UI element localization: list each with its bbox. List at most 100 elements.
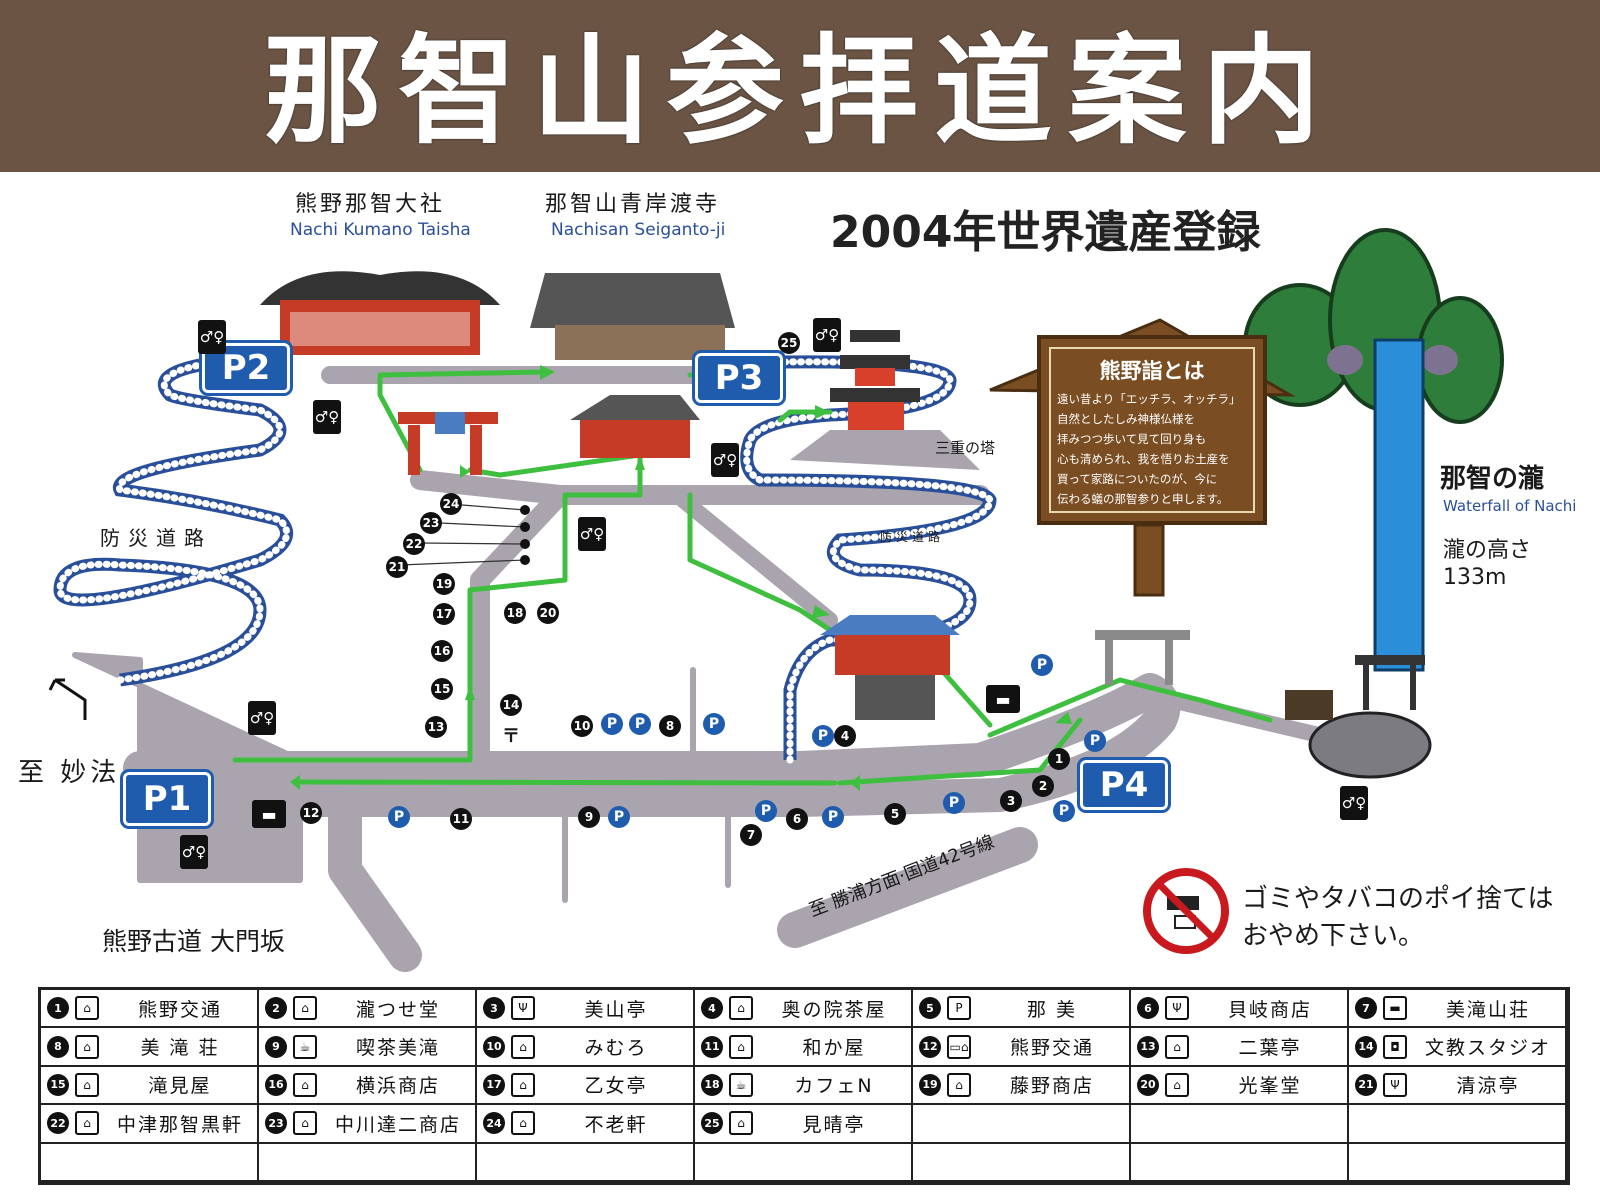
legend-cell: 20⌂光峯堂 xyxy=(1131,1066,1349,1106)
legend-shop-name: 熊野交通 xyxy=(1009,1037,1094,1060)
toilet-icon: ♂♀ xyxy=(1340,786,1368,820)
toilet-icon: ♂♀ xyxy=(180,835,208,869)
disaster-roads xyxy=(53,355,997,764)
legend-shop-name: 熊野交通 xyxy=(137,998,222,1021)
okunoin-building xyxy=(820,615,960,720)
legend-cell xyxy=(913,1105,1131,1144)
shop-icon: ⌂ xyxy=(1165,1072,1189,1097)
shop-icon: ⌂ xyxy=(75,1111,99,1136)
map-marker-1: 1 xyxy=(1048,748,1070,770)
waterfall-illustration xyxy=(1243,228,1504,779)
seiganto-label-en: Nachisan Seiganto-ji xyxy=(551,220,726,240)
legend-cell: 23⌂中川達二商店 xyxy=(259,1105,477,1144)
legend-shop-name: 那 美 xyxy=(1026,998,1078,1021)
legend-cell xyxy=(259,1143,477,1182)
post-office-icon: 〒 xyxy=(502,726,520,747)
map-marker-18: 18 xyxy=(504,602,526,624)
parking-p4: P4 xyxy=(1077,757,1171,813)
toilet-icon: ♂♀ xyxy=(578,517,606,551)
legend-cell xyxy=(1349,1143,1567,1182)
toilet-icon: ♂♀ xyxy=(248,701,276,735)
parking-mark: P xyxy=(1084,730,1106,752)
legend-number: 20 xyxy=(1137,1073,1159,1096)
legend-cell: 9☕喫茶美滝 xyxy=(259,1028,477,1067)
shop-icon: ⌂ xyxy=(729,1111,753,1136)
no-litter-line-1: ゴミやタバコのポイ捨ては xyxy=(1242,884,1554,914)
seiganto-building xyxy=(530,273,735,360)
legend-cell xyxy=(41,1143,259,1182)
parking-mark: P xyxy=(1053,800,1075,822)
shop-icon: ⌂ xyxy=(75,1034,99,1059)
hiro-torii xyxy=(1095,630,1333,720)
kumano-mode-board: 熊野詣とは 遠い昔より「エッチラ、オッチラ」 自然としたしみ神様仏様を 拝みつつ… xyxy=(1037,335,1267,525)
cafe-icon: ☕ xyxy=(729,1072,753,1097)
legend-cell xyxy=(695,1143,913,1182)
parking-p1: P1 xyxy=(120,769,214,829)
legend-shop-name: 見晴亭 xyxy=(802,1113,866,1136)
kodo-path xyxy=(328,793,422,972)
myohou-arrow xyxy=(48,678,87,720)
legend-number: 5 xyxy=(919,997,941,1020)
map-marker-14: 14 xyxy=(500,694,522,716)
shop-icon: ⌂ xyxy=(293,1072,317,1097)
legend-cell: 25⌂見晴亭 xyxy=(695,1105,913,1144)
legend-cell xyxy=(913,1143,1131,1182)
legend-cell: 15⌂滝見屋 xyxy=(41,1066,259,1106)
map-marker-3: 3 xyxy=(1000,790,1022,812)
seiganto-label-ja: 那智山青岸渡寺 xyxy=(545,192,721,217)
legend-shop-name: 滝見屋 xyxy=(148,1075,212,1098)
legend-number: 3 xyxy=(483,997,505,1020)
no-litter-icon xyxy=(1143,868,1229,954)
shop-icon: ⌂ xyxy=(75,996,99,1021)
legend-number: 14 xyxy=(1355,1035,1377,1058)
map-marker-17: 17 xyxy=(433,603,455,625)
legend-cell: 8⌂美 滝 荘 xyxy=(41,1028,259,1067)
legend-number: 8 xyxy=(47,1035,69,1058)
cafe-icon: ☕ xyxy=(293,1034,317,1059)
parking-mark: P xyxy=(601,713,623,735)
legend-number: 21 xyxy=(1355,1073,1377,1096)
camera-icon: ◘ xyxy=(1383,1034,1407,1059)
legend-cell: 12▭⌂熊野交通 xyxy=(913,1028,1131,1067)
legend-shop-name: 美山亭 xyxy=(584,998,648,1021)
kodo-label: 熊野古道 大門坂 xyxy=(102,927,285,956)
legend-number: 13 xyxy=(1137,1035,1159,1058)
toilet-icon: ♂♀ xyxy=(198,320,226,354)
legend-cell: 2⌂瀧つせ堂 xyxy=(259,990,477,1029)
map-marker-13: 13 xyxy=(425,716,447,738)
legend-number: 16 xyxy=(265,1073,287,1096)
hall-building xyxy=(570,395,700,458)
shop-icon: ⌂ xyxy=(511,1111,535,1136)
map-marker-23: 23 xyxy=(420,512,442,534)
legend-cell: 1⌂熊野交通 xyxy=(41,990,259,1029)
shop-icon: ⌂ xyxy=(293,1111,317,1136)
legend-number: 18 xyxy=(701,1073,723,1096)
board-line: 心も清められ、我を悟りお土産を xyxy=(1057,452,1230,466)
map-marker-5: 5 xyxy=(884,803,906,825)
route-arrows xyxy=(290,365,1072,791)
legend-shop-name: 藤野商店 xyxy=(1009,1075,1094,1098)
legend-number: 17 xyxy=(483,1073,505,1096)
road-to-katsuura xyxy=(777,827,1038,948)
legend-cell xyxy=(1131,1143,1349,1182)
map-marker-7: 7 xyxy=(740,824,762,846)
legend-shop-name: 横浜商店 xyxy=(355,1075,440,1098)
legend-number: 7 xyxy=(1355,997,1377,1020)
legend-cell xyxy=(477,1143,695,1182)
parking-mark: P xyxy=(388,806,410,828)
legend-number: 12 xyxy=(919,1035,941,1058)
legend-cell: 22⌂中津那智黒軒 xyxy=(41,1105,259,1144)
stair-path xyxy=(470,485,570,790)
legend-cell xyxy=(1349,1105,1567,1144)
bousai-road-label-west: 防災道路 xyxy=(100,526,212,550)
waterfall-label-en: Waterfall of Nachi xyxy=(1443,497,1577,515)
map-marker-21: 21 xyxy=(386,556,408,578)
parking-icon: P xyxy=(947,996,971,1021)
legend-cell: 18☕カフェN xyxy=(695,1066,913,1106)
parking-p2: P2 xyxy=(199,340,293,396)
parking-mark: P xyxy=(822,806,844,828)
